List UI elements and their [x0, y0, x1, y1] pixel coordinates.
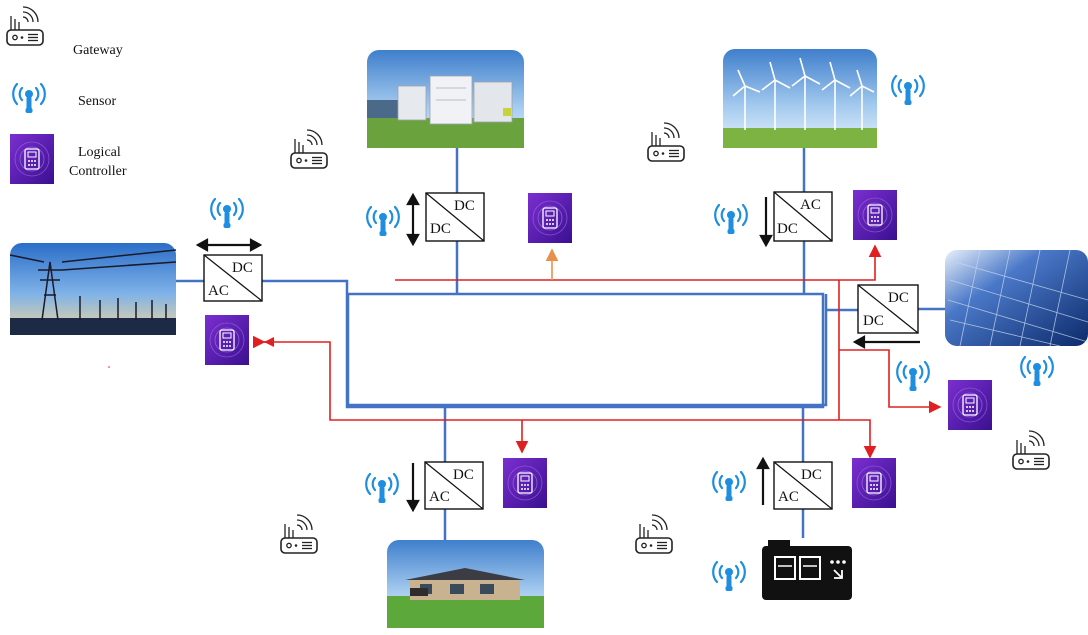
chip-controller-icon [9, 133, 55, 185]
wifi-sensor-icon [714, 203, 748, 236]
converter-generator-top: DC [801, 467, 822, 483]
solar-panel-image [945, 249, 1088, 347]
wifi-sensor-icon [896, 360, 930, 393]
red-dot [108, 366, 110, 368]
converter-battery-top: DC [454, 198, 475, 214]
converter-solar: DC DC [857, 284, 919, 334]
chip-controller-icon [947, 379, 993, 431]
converter-solar-top: DC [888, 290, 909, 306]
router-icon [280, 514, 318, 554]
wifi-sensor-icon [210, 197, 244, 230]
wifi-sensor-icon [12, 82, 46, 115]
chip-controller-icon [502, 457, 548, 509]
converter-grid-top: DC [232, 260, 253, 276]
control-signal-lines [252, 244, 942, 459]
router-icon [290, 129, 328, 169]
converter-grid: DC AC [203, 254, 263, 302]
grid-controller-arrowhead [264, 337, 274, 347]
converter-house: DC AC [424, 461, 484, 510]
power-flow-arrows [195, 192, 920, 513]
wifi-sensor-icon [891, 74, 925, 107]
converter-house-top: DC [453, 467, 474, 483]
wifi-sensor-icon [712, 470, 746, 503]
dc-bus [176, 148, 945, 540]
house-image [387, 540, 544, 628]
chip-controller-icon [527, 192, 573, 244]
router-icon [635, 514, 673, 554]
legend-sensor-label: Sensor [78, 94, 117, 109]
converter-battery: DC DC [425, 192, 485, 242]
wifi-sensor-icon [712, 560, 746, 593]
converter-solar-bottom: DC [863, 313, 884, 329]
wind-farm-image [723, 49, 877, 148]
wifi-sensor-icon [366, 205, 400, 238]
converter-battery-bottom: DC [430, 221, 451, 237]
wifi-sensor-icon [1020, 355, 1054, 388]
converter-generator: DC AC [773, 461, 833, 510]
router-icon [647, 122, 685, 162]
legend-controller-label-line2: Controller [69, 164, 127, 179]
legend-controller-label-line1: Logical [78, 145, 121, 160]
generator-image [756, 538, 856, 606]
power-grid-image [9, 243, 177, 335]
converter-grid-bottom: AC [208, 283, 229, 299]
converter-wind-bottom: DC [777, 221, 798, 237]
wifi-sensor-icon [365, 472, 399, 505]
chip-controller-icon [851, 457, 897, 509]
converter-house-bottom: AC [429, 489, 450, 505]
legend-gateway-label: Gateway [73, 43, 123, 58]
router-icon [6, 6, 44, 46]
chip-controller-icon [204, 314, 250, 366]
router-icon [1012, 430, 1050, 470]
converter-wind-top: AC [800, 197, 821, 213]
converter-wind: AC DC [773, 191, 833, 242]
battery-storage-image [367, 50, 524, 148]
chip-controller-icon [852, 189, 898, 241]
converter-generator-bottom: AC [778, 489, 799, 505]
